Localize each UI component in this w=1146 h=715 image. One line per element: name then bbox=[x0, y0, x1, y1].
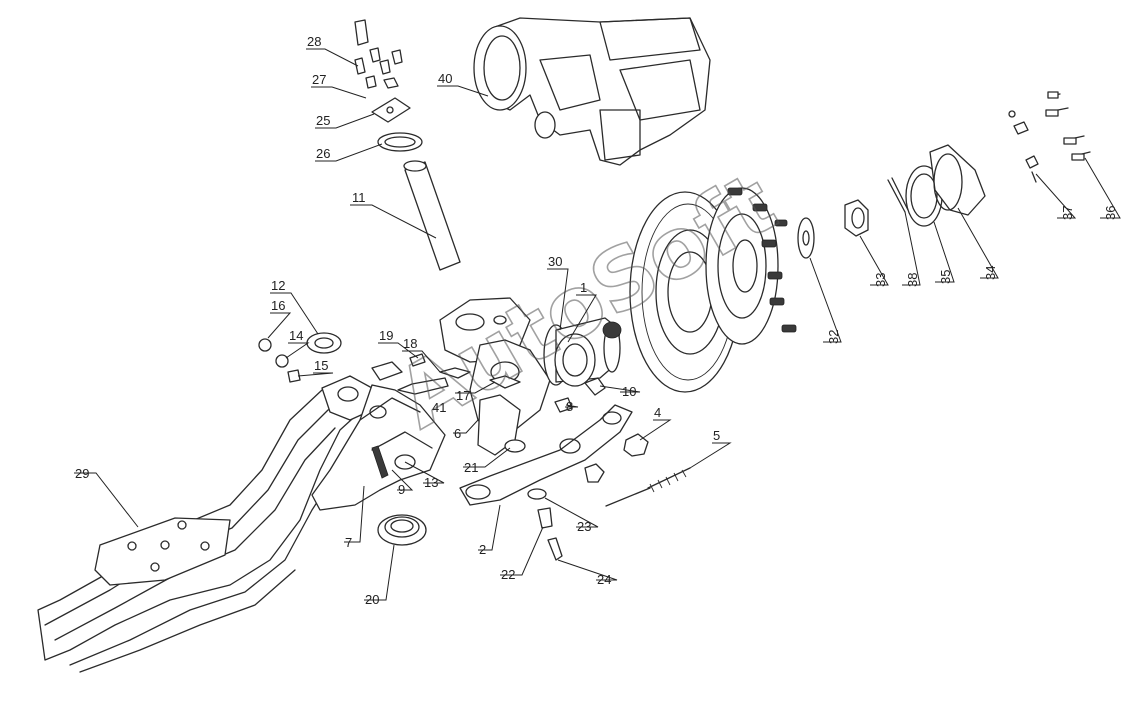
steering-arm bbox=[459, 404, 633, 506]
brake-disc bbox=[629, 187, 797, 393]
callout-9: 9 bbox=[398, 482, 405, 497]
callout-11: 11 bbox=[352, 190, 366, 205]
callout-38: 38 bbox=[905, 273, 920, 287]
callout-10: 10 bbox=[622, 384, 636, 399]
callout-4: 4 bbox=[654, 405, 661, 420]
callout-40: 40 bbox=[438, 71, 452, 86]
callout-34: 34 bbox=[983, 266, 998, 280]
brake-caliper bbox=[473, 17, 711, 166]
callout-27: 27 bbox=[312, 72, 326, 87]
callout-30: 30 bbox=[548, 254, 562, 269]
callout-33: 33 bbox=[873, 273, 888, 287]
hub-studs bbox=[727, 187, 797, 333]
callout-14: 14 bbox=[289, 328, 303, 343]
callout-35: 35 bbox=[938, 270, 953, 284]
callout-13: 13 bbox=[424, 475, 438, 490]
callout-7: 7 bbox=[345, 535, 352, 550]
left-hardware bbox=[258, 332, 342, 383]
right-small-hardware bbox=[554, 377, 691, 507]
callout-5: 5 bbox=[713, 428, 720, 443]
knuckle-bracket bbox=[311, 384, 446, 511]
callout-26: 26 bbox=[316, 146, 330, 161]
callout-8: 8 bbox=[566, 399, 573, 414]
callout-41: 41 bbox=[432, 400, 446, 415]
axle-beam bbox=[37, 375, 373, 673]
spindle bbox=[543, 317, 622, 387]
callout-20: 20 bbox=[365, 592, 379, 607]
callout-32: 32 bbox=[826, 330, 841, 344]
callout-37: 37 bbox=[1060, 206, 1075, 220]
callout-6: 6 bbox=[454, 426, 461, 441]
callout-24: 24 bbox=[597, 572, 611, 587]
seal-ring bbox=[377, 514, 427, 546]
callout-25: 25 bbox=[316, 113, 330, 128]
callout-28: 28 bbox=[307, 34, 321, 49]
callout-17: 17 bbox=[456, 388, 470, 403]
king-pin-cap-parts bbox=[354, 19, 423, 152]
callout-21: 21 bbox=[464, 460, 478, 475]
callout-labels: 28 27 25 26 11 40 30 1 12 16 14 15 19 18… bbox=[75, 34, 1118, 607]
lower-hardware bbox=[527, 488, 563, 561]
hub-cap-parts bbox=[887, 144, 986, 227]
callout-19: 19 bbox=[379, 328, 393, 343]
hub-washer-nut bbox=[797, 199, 869, 259]
callout-36: 36 bbox=[1103, 206, 1118, 220]
bolts-middle bbox=[371, 353, 521, 395]
king-pin bbox=[403, 160, 461, 271]
callout-1: 1 bbox=[580, 280, 587, 295]
callout-29: 29 bbox=[75, 466, 89, 481]
callout-12: 12 bbox=[271, 278, 285, 293]
callout-15: 15 bbox=[314, 358, 328, 373]
callout-18: 18 bbox=[403, 336, 417, 351]
callout-16: 16 bbox=[271, 298, 285, 313]
leader-lines bbox=[74, 48, 1121, 601]
steering-knuckle bbox=[439, 297, 551, 456]
callout-23: 23 bbox=[577, 519, 591, 534]
top-right-bolts bbox=[1008, 91, 1091, 183]
callout-22: 22 bbox=[501, 567, 515, 582]
callout-2: 2 bbox=[479, 542, 486, 557]
